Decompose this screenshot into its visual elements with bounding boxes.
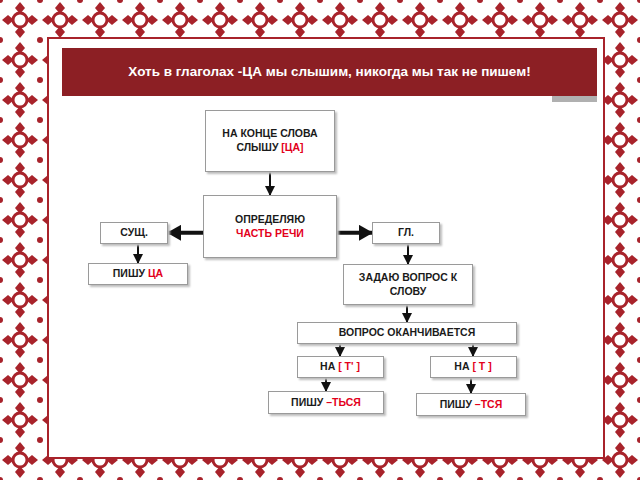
process-box: ВОПРОС ОКАНЧИВАЕТСЯ — [297, 322, 517, 344]
flow-arrow — [325, 378, 327, 391]
title-bar: Хоть в глаголах -ЦА мы слышим, никогда м… — [62, 48, 597, 96]
condition-box: НА [ Т' ] — [297, 356, 384, 378]
box-text: ПИШУ — [291, 396, 323, 408]
highlight-text: ЧАСТЬ РЕЧИ — [234, 227, 306, 241]
box-text: ОПРЕДЕЛЯЮ — [235, 213, 305, 225]
box-text: СУЩ. — [120, 226, 148, 238]
text-holder: ВОПРОС ОКАНЧИВАЕТСЯ — [304, 326, 510, 340]
flow-arrow — [472, 344, 474, 356]
slide-title: Хоть в глаголах -ЦА мы слышим, никогда м… — [128, 64, 530, 81]
box-text: ПИШУ — [440, 398, 472, 410]
highlight-text: –ТСЯ — [475, 398, 502, 410]
flow-arrow — [269, 172, 271, 195]
start-box: НА КОНЦЕ СЛОВА СЛЫШУ [ЦА] — [205, 110, 335, 172]
branch-box: ГЛ. — [372, 222, 440, 244]
result-box: ПИШУ –ТЬСЯ — [268, 391, 384, 414]
box-text: НА — [320, 360, 335, 372]
text-holder: НА [ Т ] — [435, 360, 512, 374]
box-text: ВОПРОС ОКАНЧИВАЕТСЯ — [339, 326, 475, 338]
box-text: ГЛ. — [398, 226, 414, 238]
result-box: ПИШУ ЦА — [88, 263, 188, 285]
text-holder: СУЩ. — [105, 226, 163, 240]
highlight-text: [ЦА] — [281, 141, 303, 153]
process-box: ЗАДАЮ ВОПРОС К СЛОВУ — [343, 264, 473, 305]
flow-arrow — [168, 231, 203, 235]
text-holder: НА [ Т' ] — [302, 360, 379, 374]
flow-arrow — [339, 344, 341, 356]
flow-arrow — [407, 244, 409, 264]
text-holder: ОПРЕДЕЛЯЮ ЧАСТЬ РЕЧИ — [234, 213, 306, 240]
flow-arrow — [470, 378, 472, 393]
box-text: ЗАДАЮ ВОПРОС К СЛОВУ — [359, 271, 457, 297]
text-holder: НА КОНЦЕ СЛОВА СЛЫШУ [ЦА] — [220, 127, 320, 154]
highlight-text: –ТЬСЯ — [326, 396, 361, 408]
flow-arrow — [337, 231, 372, 235]
text-holder: ПИШУ –ТЬСЯ — [273, 396, 379, 410]
text-holder: ПИШУ ЦА — [95, 267, 181, 281]
box-text: НА — [454, 360, 469, 372]
result-box: ПИШУ –ТСЯ — [416, 393, 526, 416]
condition-box: НА [ Т ] — [430, 356, 517, 378]
branch-box: СУЩ. — [100, 222, 168, 244]
highlight-text: ЦА — [148, 267, 163, 279]
flow-arrow — [406, 305, 408, 322]
text-holder: ЗАДАЮ ВОПРОС К СЛОВУ — [358, 271, 458, 298]
highlight-text: [ Т ] — [472, 360, 491, 372]
text-holder: ПИШУ –ТСЯ — [421, 398, 521, 412]
box-text: ПИШУ — [113, 267, 145, 279]
flow-arrow — [137, 244, 139, 263]
highlight-text: [ Т' ] — [338, 360, 360, 372]
process-box: ОПРЕДЕЛЯЮ ЧАСТЬ РЕЧИ — [203, 195, 337, 258]
text-holder: ГЛ. — [377, 226, 435, 240]
